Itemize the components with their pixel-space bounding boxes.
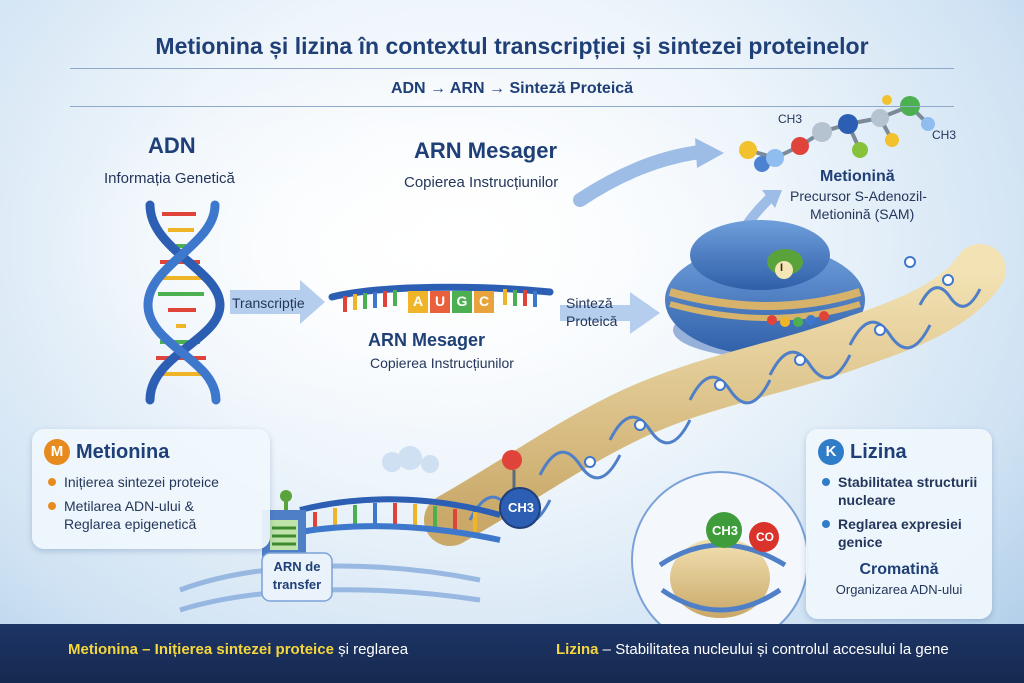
methionine-panel-title: Metionina bbox=[76, 440, 170, 463]
bullet-dot-icon bbox=[822, 478, 830, 486]
ch3-chromatin-label: CH3 bbox=[712, 523, 739, 538]
footer-right-highlight: Lizina bbox=[556, 641, 599, 658]
title-divider-top bbox=[70, 68, 954, 69]
arrow-synthesis-label-2: Proteică bbox=[566, 313, 618, 329]
arrowhead-top-icon bbox=[695, 138, 724, 168]
trna-label: ARN de transfer bbox=[262, 558, 332, 594]
footer-right: Lizina – Stabilitatea nucleului și contr… bbox=[556, 641, 949, 658]
arrow-synthesis-icon bbox=[560, 292, 660, 334]
methionine-list: Inițierea sintezei proteice Metilarea AD… bbox=[44, 473, 258, 533]
nucleosome-zoom-icon bbox=[631, 471, 809, 649]
page-title: Metionina și lizina în contextul transcr… bbox=[155, 33, 869, 59]
arrowhead-up-icon bbox=[762, 190, 782, 208]
molecule-desc-2: Metionină (SAM) bbox=[810, 206, 915, 222]
footer-left: Metionina – Inițierea sintezei proteice … bbox=[68, 641, 408, 658]
footer-left-rest: și reglarea bbox=[333, 641, 409, 658]
chromatin-subtitle: Organizarea ADN-ului bbox=[835, 582, 963, 597]
codon-letter: U bbox=[434, 293, 446, 309]
methionine-molecule-icon bbox=[739, 95, 935, 172]
page-subtitle: ADN → ARN → Sinteză Proteică bbox=[390, 80, 634, 97]
methionine-badge: M bbox=[44, 439, 70, 465]
ribosome-icon bbox=[665, 220, 865, 358]
arrow-transcription-label: Transcripție bbox=[232, 295, 305, 311]
dna-helix-icon bbox=[143, 200, 225, 405]
molecule-ch3-right: CH3 bbox=[932, 128, 957, 142]
arrow-transcription-icon bbox=[230, 280, 325, 324]
bullet-dot-icon bbox=[822, 520, 830, 528]
bullet-dot-icon bbox=[48, 502, 56, 510]
chromatin-fiber-icon bbox=[424, 244, 1006, 546]
methionine-panel: M Metionina Inițierea sintezei proteice M… bbox=[32, 429, 270, 549]
ch3-bubble-icon bbox=[499, 450, 541, 529]
footer-left-highlight: Metionina – Inițierea sintezei proteice bbox=[68, 641, 334, 658]
arrow-to-molecule-icon bbox=[573, 145, 707, 207]
molecule-name: Metionină bbox=[820, 168, 895, 185]
arn-mid-subtitle: Copierea Instrucțiunilor bbox=[370, 355, 514, 371]
codon-letter: G bbox=[456, 293, 468, 309]
lysine-badge: K bbox=[818, 439, 844, 465]
arrow-synthesis-label-1: Sinteză bbox=[566, 295, 613, 311]
bullet-dot-icon bbox=[48, 478, 56, 486]
decor-bubbles bbox=[382, 446, 439, 473]
trna-label-box bbox=[261, 552, 333, 602]
adn-subtitle: Informația Genetică bbox=[104, 170, 235, 187]
lysine-panel-title: Lizina bbox=[850, 440, 907, 463]
trna-label-line-1: ARN de bbox=[273, 559, 321, 574]
adn-title: ADN bbox=[148, 133, 196, 158]
mrna-strand-icon bbox=[328, 283, 554, 313]
co-label: CO bbox=[756, 530, 774, 544]
title-divider-bottom bbox=[70, 106, 954, 107]
chromatin-title: Cromatină bbox=[859, 561, 939, 578]
codon-letter: A bbox=[412, 293, 424, 309]
arn-top-subtitle: Copierea Instrucțiunilor bbox=[404, 174, 559, 191]
molecule-ch3-left: CH3 bbox=[778, 112, 803, 126]
ch3-dna-label: CH3 bbox=[508, 500, 535, 515]
trna-label-line-2: transfer bbox=[272, 577, 322, 592]
footer-right-rest: – Stabilitatea nucleului și controlul ac… bbox=[598, 641, 949, 658]
footer-bar bbox=[0, 624, 1024, 683]
arn-top-title: ARN Mesager bbox=[414, 138, 558, 163]
arn-mid-title: ARN Mesager bbox=[368, 330, 486, 350]
ribosome-label: I bbox=[780, 262, 784, 274]
methionine-item: Inițierea sintezei proteice bbox=[44, 473, 258, 491]
codon-letter: C bbox=[478, 293, 490, 309]
molecule-desc-1: Precursor S-Adenozil- bbox=[790, 188, 927, 204]
background-glow bbox=[40, 60, 800, 440]
methionine-item: Metilarea ADN-ului &Reglarea epigenetică bbox=[44, 497, 258, 533]
